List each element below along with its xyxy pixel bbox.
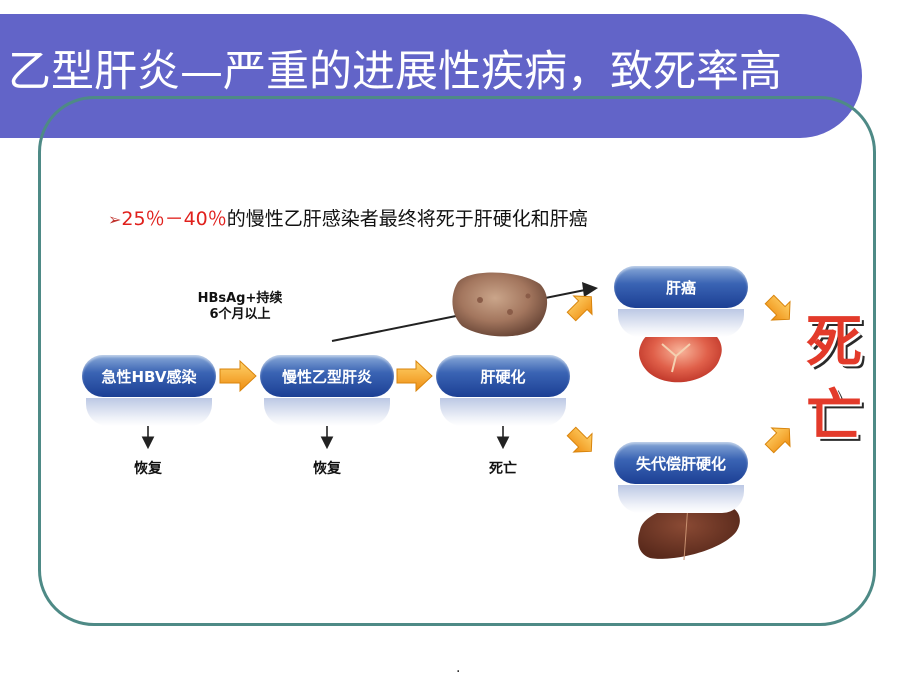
liver-texture (477, 297, 483, 303)
progression-arrowhead-icon (582, 282, 598, 297)
stage-chronic-hepatitis-b: 慢性乙型肝炎 (260, 355, 394, 397)
bullet-text: 的慢性乙肝感染者最终将死于肝硬化和肝癌 (226, 208, 588, 230)
orange-arrow-icon (764, 294, 791, 321)
pill-reflection (440, 398, 566, 426)
pill-reflection (618, 309, 744, 337)
orange-arrow-icon (764, 427, 791, 454)
outcome-recovery-acute: 恢复 (134, 461, 162, 477)
pill-reflection (264, 398, 390, 426)
decompensated-liver-image (638, 503, 740, 559)
bullet-arrow-icon: ➢ (108, 210, 122, 229)
liver-cancer-image (639, 325, 722, 383)
outcome-recovery-chronic: 恢复 (313, 461, 341, 477)
hbsag-note-line1: HBsAg+持续 (197, 291, 283, 306)
stage-decompensated-cirrhosis: 失代偿肝硬化 (614, 442, 748, 484)
hbsag-note-line2: 6个月以上 (209, 307, 271, 322)
liver-texture (525, 293, 531, 299)
death-char-2: 亡 (806, 384, 862, 449)
outcome-death-cirrhosis: 死亡 (489, 461, 517, 477)
bullet-percent: 25％－40％ (121, 208, 227, 230)
hbsag-note: HBsAg+持续 6个月以上 (180, 291, 300, 323)
slide-title: 乙型肝炎—严重的进展性疾病，致死率高 (8, 47, 782, 97)
orange-arrow-icon (396, 359, 433, 393)
bullet-point: ➢25％－40％的慢性乙肝感染者最终将死于肝硬化和肝癌 (108, 204, 588, 231)
title-bar (0, 14, 862, 138)
stage-liver-cancer: 肝癌 (614, 266, 748, 308)
liver-texture (507, 309, 513, 315)
orange-arrow-icon (566, 295, 593, 322)
stage-acute-hbv: 急性HBV感染 (82, 355, 216, 397)
orange-arrow-icon (219, 359, 257, 393)
stage-cirrhosis: 肝硬化 (436, 355, 570, 397)
death-char-1: 死 (806, 310, 862, 375)
content-frame (38, 96, 876, 626)
footer-dot: . (456, 660, 461, 676)
pill-reflection (618, 485, 744, 513)
liver-texture (683, 503, 689, 561)
liver-texture (661, 343, 691, 373)
orange-arrow-icon (566, 426, 593, 453)
pill-reflection (86, 398, 212, 426)
cirrhotic-liver-image (452, 272, 548, 337)
